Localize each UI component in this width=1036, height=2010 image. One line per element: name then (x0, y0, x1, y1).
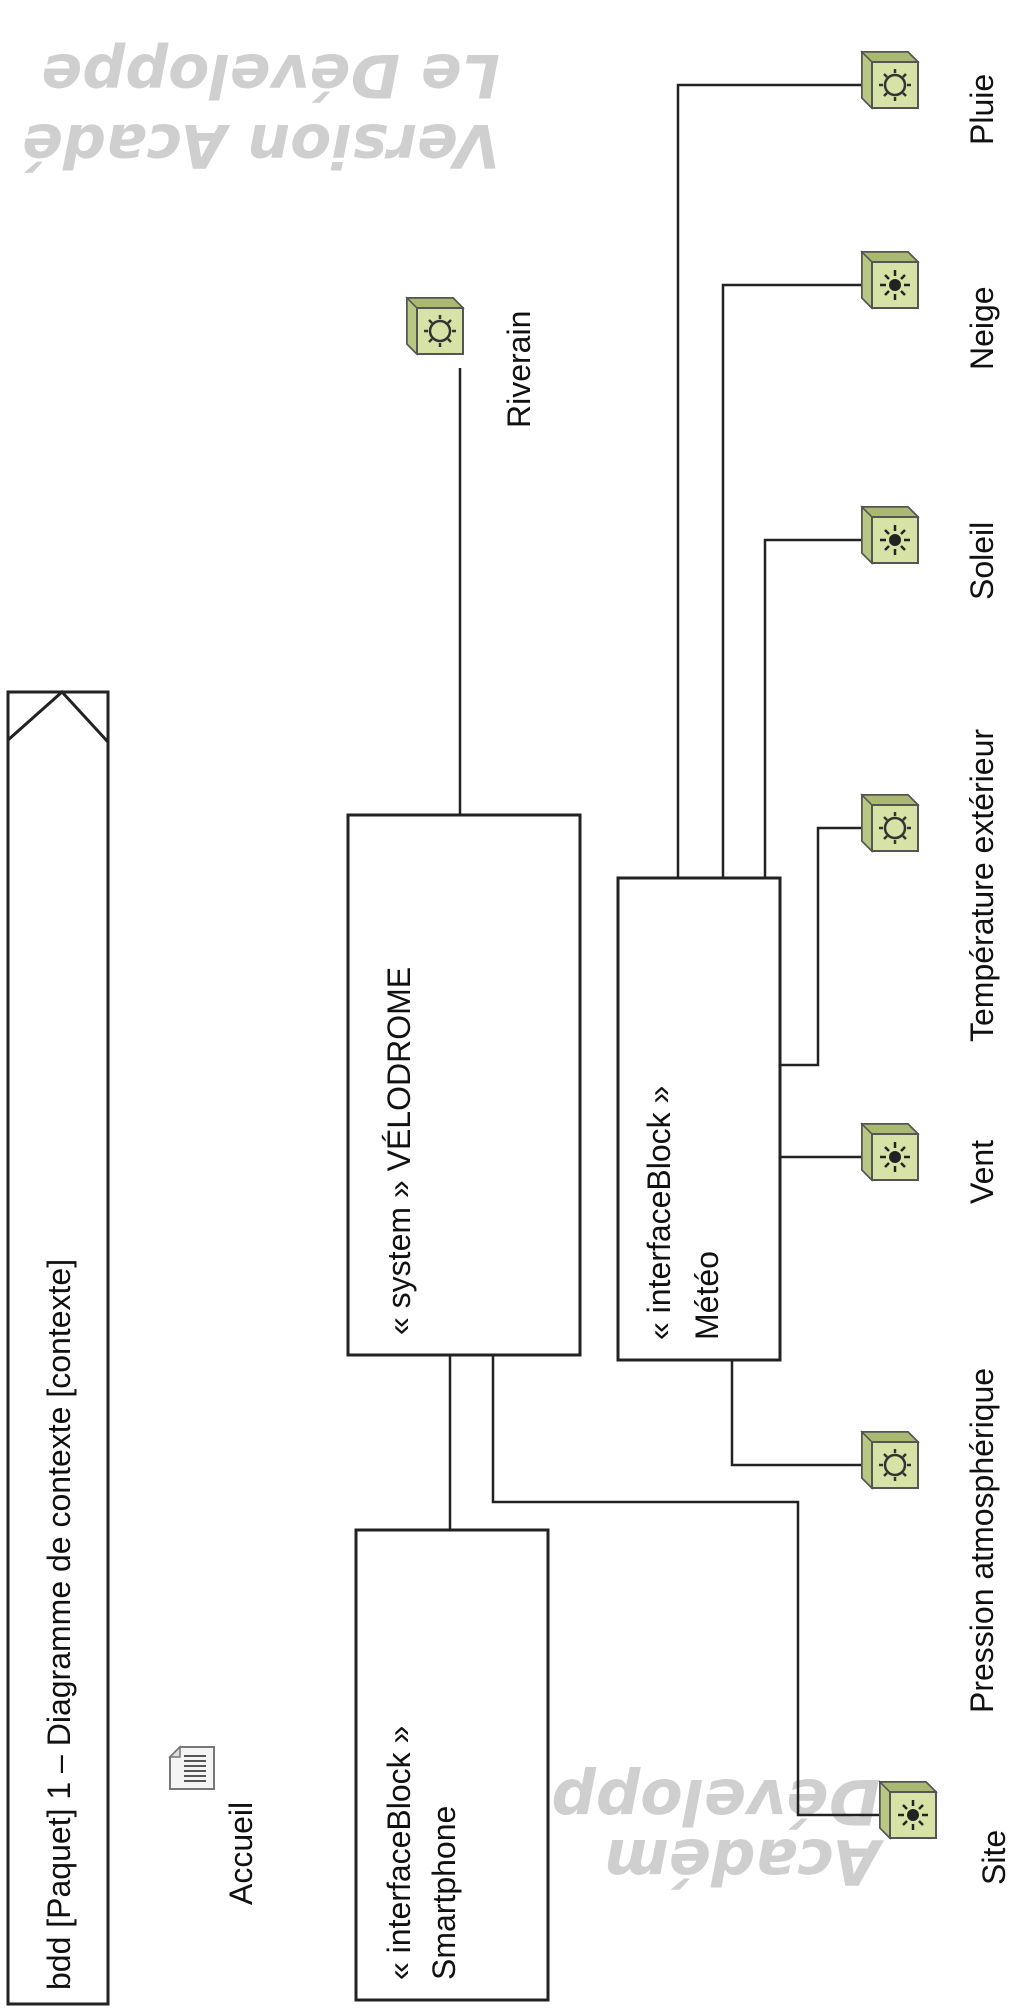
riverain-label: Riverain (501, 311, 537, 428)
sun-dark-icon (878, 1780, 938, 1840)
connector-pression (730, 1360, 862, 1467)
sun-dark-icon (860, 250, 920, 310)
block-smartphone[interactable]: « interfaceBlock » Smartphone (354, 1528, 550, 2002)
neige-label: Neige (964, 286, 1000, 370)
pression-label: Pression atmosphérique (964, 1368, 1000, 1713)
connector-neige (721, 283, 862, 878)
sun-dark-icon (860, 1122, 920, 1182)
block-velodrome[interactable]: « system » VÉLODROME (346, 813, 582, 1357)
vent-label: Vent (964, 1140, 1000, 1204)
actor-riverain[interactable]: Riverain (405, 296, 537, 428)
connector-pluie (676, 83, 862, 878)
sun-outline-icon (860, 793, 920, 853)
watermark-line-1: Le Développe (42, 40, 501, 110)
sun-outline-icon (860, 1430, 920, 1490)
smartphone-stereotype: « interfaceBlock » (381, 1726, 417, 1980)
document-icon (168, 1745, 215, 1790)
connector-temperature (780, 826, 862, 1067)
connector-soleil (763, 538, 862, 878)
pluie-label: Pluie (964, 74, 1000, 145)
diagram-frame: bdd [Paquet] 1 – Diagramme de contexte [… (6, 689, 110, 2006)
velodrome-label: « system » VÉLODROME (381, 967, 417, 1335)
sun-dark-icon (860, 505, 920, 565)
block-meteo[interactable]: « interfaceBlock » Météo (616, 876, 782, 1362)
actor-pression[interactable]: Pression atmosphérique (860, 1368, 1000, 1713)
temperature-label: Température extérieur (964, 729, 1000, 1042)
smartphone-name: Smartphone (426, 1806, 462, 1980)
actor-neige[interactable]: Neige (860, 250, 1000, 370)
accueil-label: Accueil (223, 1802, 259, 1905)
watermark-line-4: Académ (604, 1825, 885, 1898)
frame-title: bdd [Paquet] 1 – Diagramme de contexte [… (41, 1259, 77, 1990)
site-label: Site (976, 1830, 1012, 1885)
sun-outline-icon (405, 296, 465, 356)
actor-site[interactable]: Site (878, 1780, 1012, 1885)
connector-site (491, 1355, 880, 1817)
actor-soleil[interactable]: Soleil (860, 505, 1000, 600)
actor-temperature[interactable]: Température extérieur (860, 729, 1000, 1042)
connectors (448, 83, 880, 1817)
actor-accueil[interactable]: Accueil (168, 1745, 259, 1905)
actor-vent[interactable]: Vent (860, 1122, 1000, 1204)
meteo-name: Météo (689, 1251, 725, 1340)
watermark-line-2: Version Acadé (22, 110, 500, 180)
soleil-label: Soleil (964, 522, 1000, 600)
actor-pluie[interactable]: Pluie (860, 50, 1000, 145)
meteo-stereotype: « interfaceBlock » (641, 1086, 677, 1340)
sun-outline-icon (860, 50, 920, 110)
